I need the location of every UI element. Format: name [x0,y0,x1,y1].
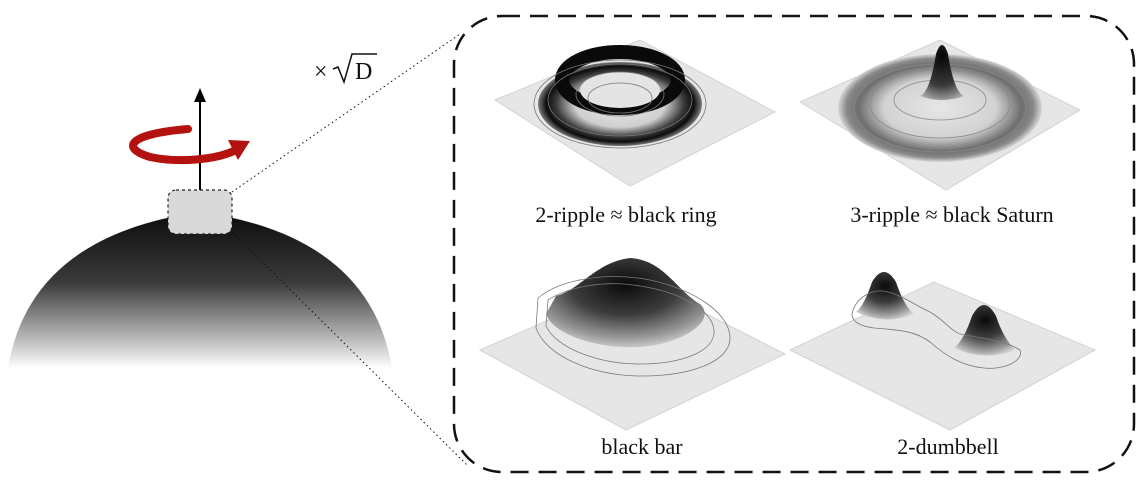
rotation-axis [194,88,206,190]
ring-hole [580,72,660,108]
panel-caption: 2-dumbbell [897,434,998,459]
panel-caption: black bar [601,434,683,459]
zoom-line-top [231,33,461,193]
right-peak [954,305,1016,356]
contour-lines [533,59,707,149]
panel-caption: 3-ripple ≈ black Saturn [850,202,1053,227]
zoom-line-bottom [231,231,469,467]
surface-plane [788,281,1097,431]
left-peak [856,272,914,320]
scale-symbol: D [355,59,372,85]
panel-black-saturn: 3-ripple ≈ black Saturn [798,39,1082,227]
bar-hump [546,258,705,348]
panel-caption: 2-ripple ≈ black ring [535,202,716,227]
contour-lines [851,290,1021,369]
zoom-patch [167,189,233,235]
contour-lines [535,276,731,377]
panel-black-ring: 2-ripple ≈ black ring [493,39,777,227]
zoom-frame [452,14,1136,474]
scale-label: × D [314,53,377,85]
dome-group [8,189,392,368]
central-peak [920,45,964,100]
sqrt-sign-icon [332,53,377,85]
rotation-arrow-icon [129,125,250,165]
panel-black-bar: black bar [478,258,787,459]
panel-dumbbell: 2-dumbbell [788,272,1097,459]
black-dome [8,212,392,368]
axis-arrowhead-icon [194,88,206,102]
scale-times: × [314,59,328,85]
